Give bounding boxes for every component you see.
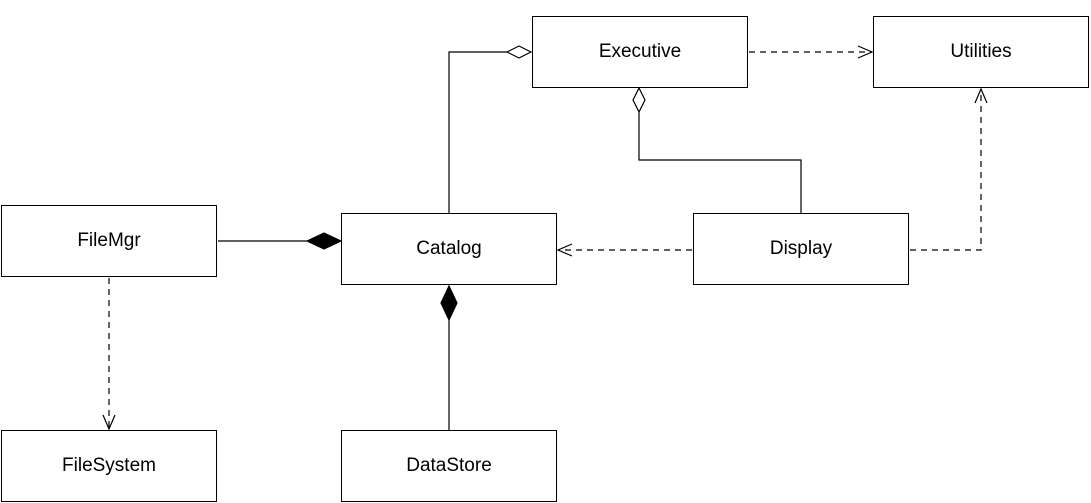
- executive-aggregation-diamond-left: [505, 45, 533, 59]
- catalog-composition-diamond-left: [305, 232, 343, 250]
- class-box-utilities: Utilities: [873, 16, 1089, 88]
- executive-aggregation-diamond-bottom: [632, 86, 646, 114]
- utilities-arrowhead-bottom: [974, 87, 988, 104]
- class-box-datastore: DataStore: [341, 430, 557, 502]
- class-label-utilities: Utilities: [950, 41, 1012, 62]
- catalog-executive-aggregation-line: [448, 51, 507, 213]
- class-label-display: Display: [769, 238, 833, 259]
- filesystem-arrowhead-top: [102, 414, 116, 431]
- class-box-filesystem: FileSystem: [1, 430, 217, 502]
- display-utilities-dependency-line: [910, 89, 982, 251]
- utilities-arrowhead-left: [857, 45, 874, 59]
- class-label-executive: Executive: [598, 41, 682, 62]
- class-box-filemgr: FileMgr: [1, 205, 217, 277]
- catalog-arrowhead-right: [556, 243, 573, 257]
- class-label-catalog: Catalog: [416, 238, 482, 259]
- display-executive-aggregation-line: [638, 112, 802, 213]
- class-label-filesystem: FileSystem: [62, 455, 156, 476]
- catalog-composition-diamond-bottom: [440, 284, 458, 322]
- class-box-catalog: Catalog: [341, 213, 557, 285]
- class-label-filemgr: FileMgr: [77, 230, 141, 251]
- class-label-datastore: DataStore: [406, 455, 492, 476]
- class-box-executive: Executive: [532, 16, 748, 88]
- class-box-display: Display: [693, 213, 909, 285]
